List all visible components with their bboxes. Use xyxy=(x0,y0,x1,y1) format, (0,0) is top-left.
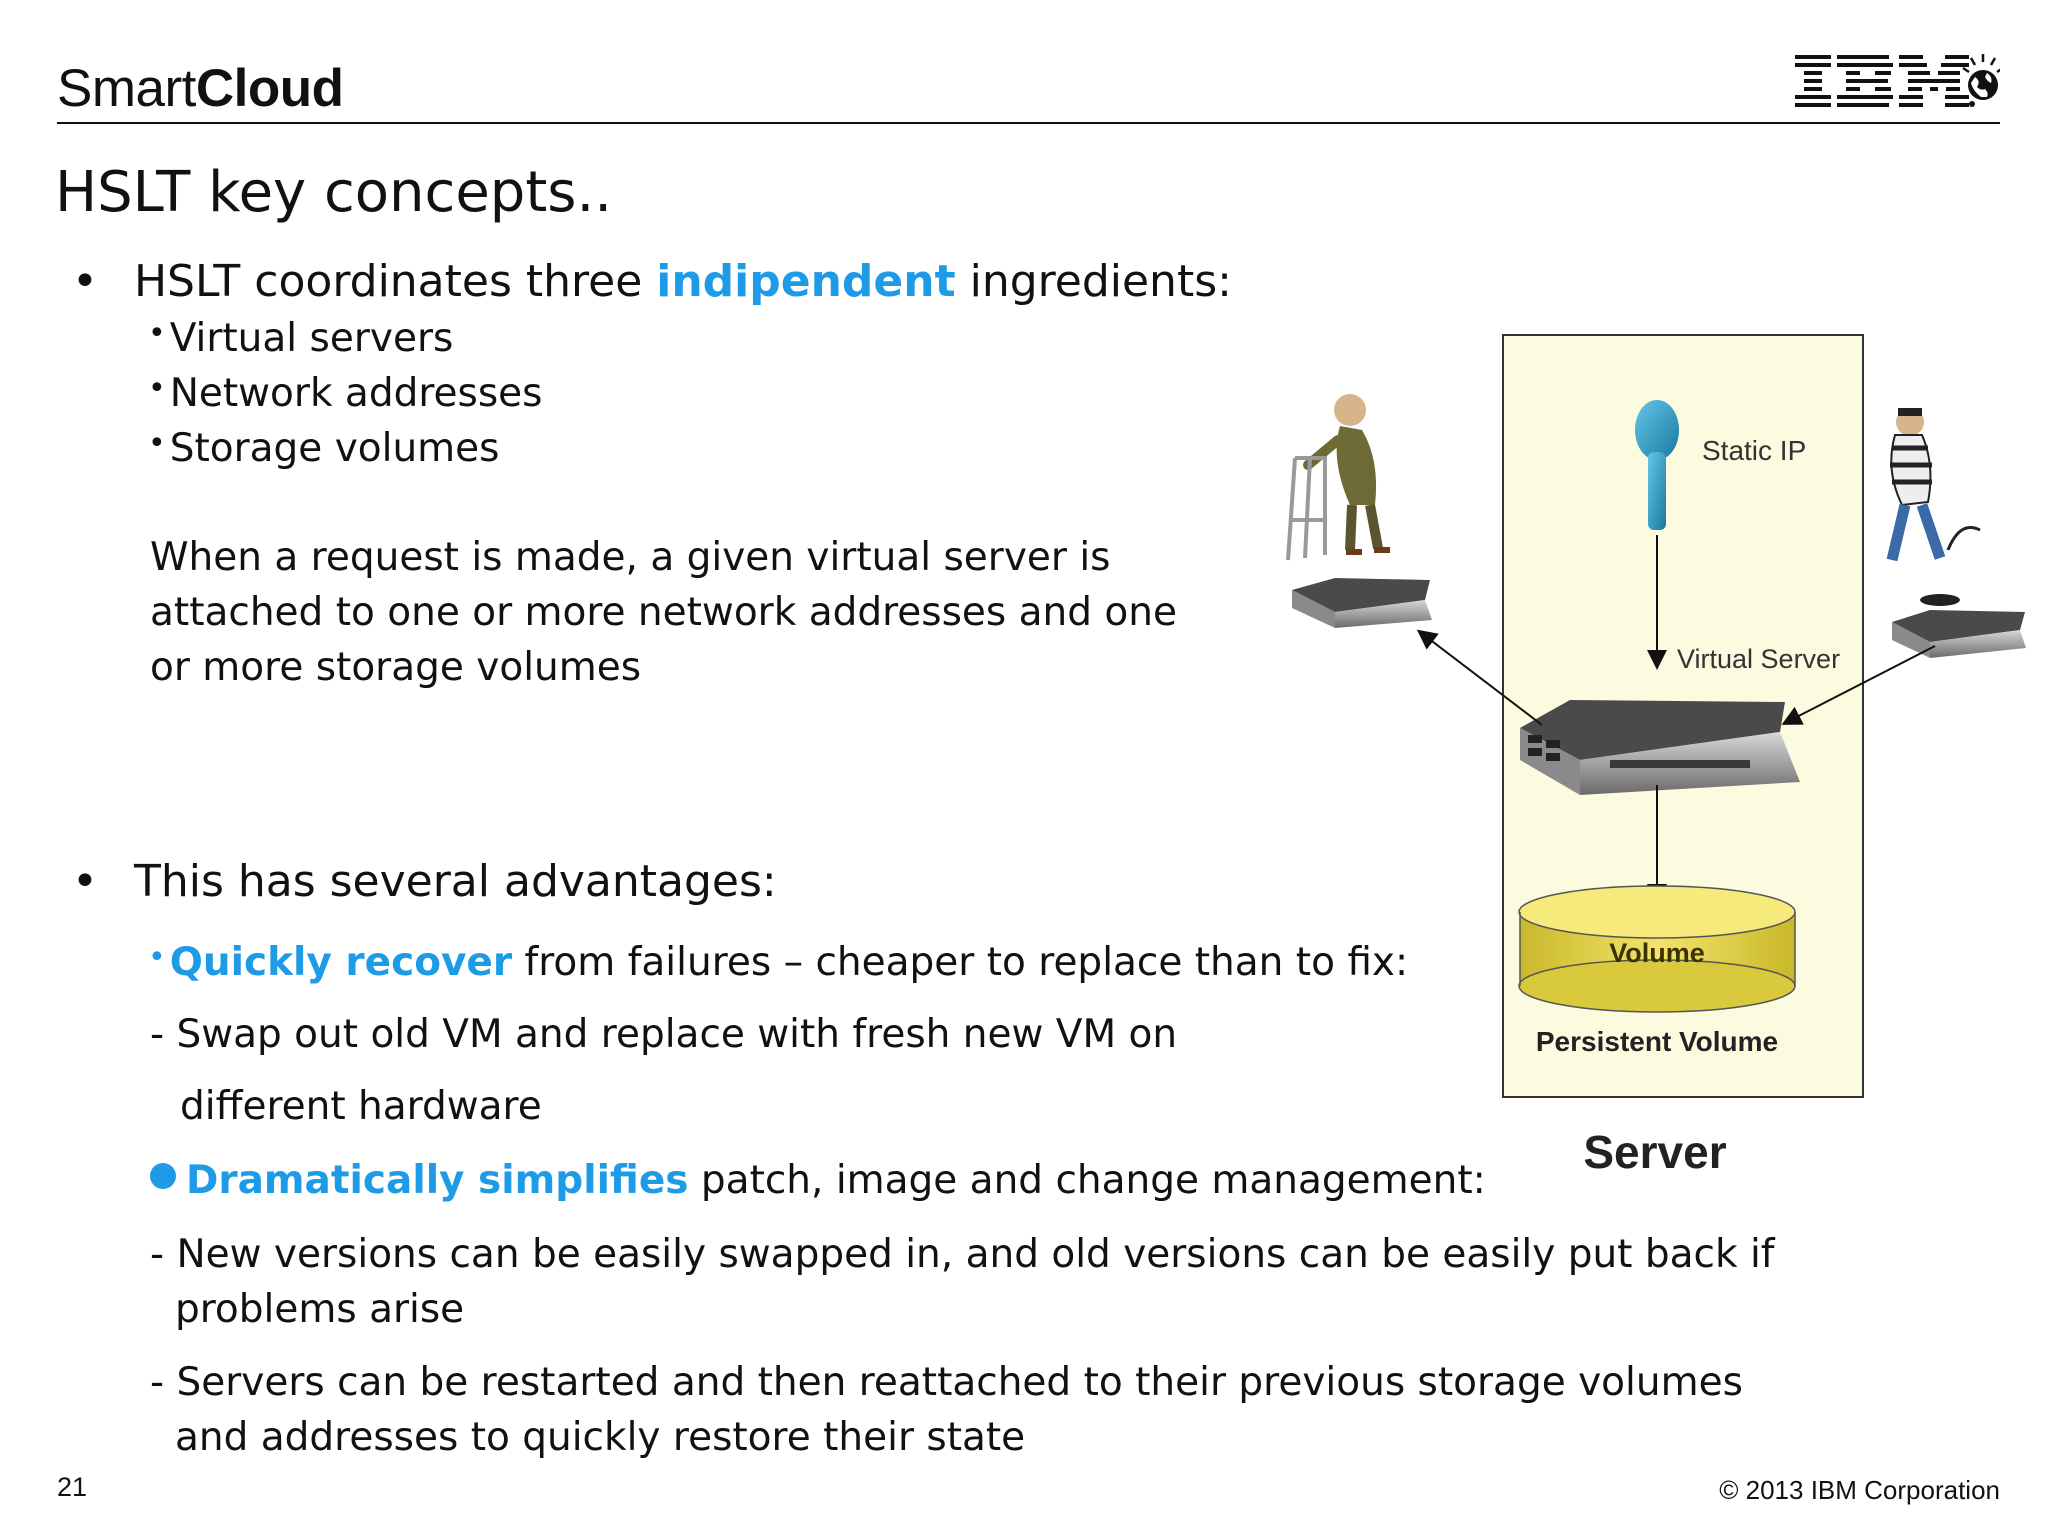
volume-label: Volume xyxy=(1609,938,1705,968)
paragraph-line: attached to one or more network addresse… xyxy=(150,590,1177,635)
bullet-1: •HSLT coordinates three indipendent ingr… xyxy=(72,256,1232,307)
advantage-1-detail: - Swap out old VM and replace with fresh… xyxy=(150,1012,1178,1057)
slide-title: HSLT key concepts.. xyxy=(55,160,613,225)
list-item: •Virtual servers xyxy=(148,316,454,361)
smartcloud-brand: SmartCloud xyxy=(57,59,344,118)
list-item: •Network addresses xyxy=(148,371,543,416)
advantage-2-detail: - New versions can be easily swapped in,… xyxy=(150,1232,1775,1277)
header-rule xyxy=(57,122,2000,124)
bullet-dot-icon xyxy=(150,1163,176,1189)
burglar-icon xyxy=(1886,408,1981,606)
advantage-2-detail: and addresses to quickly restore their s… xyxy=(175,1415,1026,1460)
server-diagram: Static IP Virtual Server Volume Persiste… xyxy=(1286,334,2026,1178)
ibm-logo-icon xyxy=(1795,54,2000,107)
bullet-2: •This has several advantages: xyxy=(72,856,777,907)
list-item: •Storage volumes xyxy=(148,426,500,471)
page-number: 21 xyxy=(57,1472,88,1502)
paragraph-line: When a request is made, a given virtual … xyxy=(150,535,1111,580)
new-server-icon xyxy=(1892,610,2026,658)
old-man-with-walker-icon xyxy=(1286,394,1390,561)
paragraph-line: or more storage volumes xyxy=(150,645,642,690)
copyright: © 2013 IBM Corporation xyxy=(1719,1475,2000,1505)
persistent-volume-label: Persistent Volume xyxy=(1536,1026,1778,1057)
advantage-1: •Quickly recover from failures – cheaper… xyxy=(148,940,1409,985)
virtual-server-label: Virtual Server xyxy=(1677,644,1840,674)
advantage-1-detail: different hardware xyxy=(180,1084,542,1129)
advantage-2: Dramatically simplifies patch, image and… xyxy=(150,1158,1486,1203)
advantage-2-detail: problems arise xyxy=(175,1287,465,1332)
old-server-icon xyxy=(1292,578,1432,628)
static-ip-key-icon xyxy=(1635,400,1679,530)
virtual-server-icon xyxy=(1520,700,1800,795)
advantage-2-detail: - Servers can be restarted and then reat… xyxy=(150,1360,1743,1405)
static-ip-label: Static IP xyxy=(1702,435,1806,466)
volume-icon xyxy=(1518,885,1796,1013)
server-caption: Server xyxy=(1583,1126,1726,1178)
